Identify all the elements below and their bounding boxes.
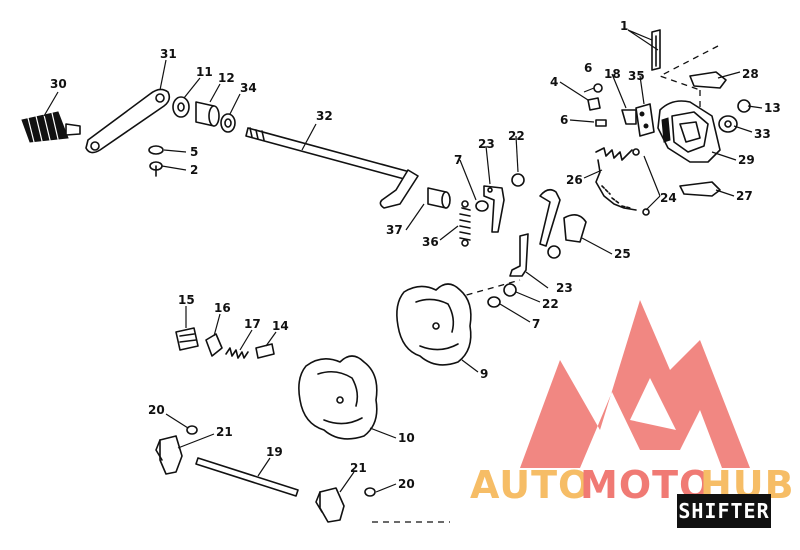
callout-27: 27	[736, 189, 753, 203]
part-22-washer-lower	[503, 283, 517, 297]
callout-25: 25	[614, 247, 631, 261]
part-6-pin-upper	[593, 83, 603, 93]
callout-28: 28	[742, 67, 759, 81]
callout-22-upper: 22	[508, 129, 525, 143]
callout-21-lower: 21	[350, 461, 367, 475]
part-25-cam	[547, 214, 587, 259]
part-27-bracket	[679, 181, 721, 197]
watermark-logo: AUTO MOTO HUB	[470, 300, 794, 507]
part-9-shift-plate	[396, 283, 472, 366]
callout-13: 13	[764, 101, 781, 115]
part-20-clip-upper	[186, 425, 198, 435]
part-32-shifter-shaft	[245, 127, 419, 209]
callout-10: 10	[398, 431, 415, 445]
callout-4: 4	[550, 75, 558, 89]
callout-26: 26	[566, 173, 583, 187]
callout-36: 36	[422, 235, 439, 249]
part-26-hook	[539, 188, 561, 247]
callout-6-upper: 6	[584, 61, 592, 75]
part-34-ring	[220, 113, 236, 133]
callout-31: 31	[160, 47, 177, 61]
callout-17: 17	[244, 317, 261, 331]
callout-30: 30	[50, 77, 67, 91]
part-30-shift-rubber	[21, 111, 81, 143]
callout-24: 24	[660, 191, 677, 205]
part-35-plate	[635, 103, 655, 137]
callout-32: 32	[316, 109, 333, 123]
part-11-washer	[172, 96, 190, 118]
watermark-text-auto: AUTO	[470, 463, 591, 507]
callout-29: 29	[738, 153, 755, 167]
callout-9: 9	[480, 367, 488, 381]
part-7-clip-upper	[475, 200, 489, 212]
part-24-spring	[595, 147, 650, 216]
part-23-pawl-lower	[509, 233, 529, 277]
part-36-spring	[459, 200, 471, 247]
callout-6-lower: 6	[560, 113, 568, 127]
part-33-washer	[718, 115, 738, 133]
callout-1: 1	[620, 19, 628, 33]
logo-accent-shape	[583, 430, 612, 468]
part-23-pawl-upper	[483, 185, 505, 233]
logo-inner-shape	[630, 378, 676, 430]
callout-11: 11	[196, 65, 213, 79]
callout-14: 14	[272, 319, 289, 333]
callout-15: 15	[178, 293, 195, 307]
callout-12: 12	[218, 71, 235, 85]
part-15-bolt	[175, 327, 199, 351]
callout-22-lower: 22	[542, 297, 559, 311]
callout-34: 34	[240, 81, 257, 95]
callout-20-upper: 20	[148, 403, 165, 417]
callout-18: 18	[604, 67, 621, 81]
callout-labels: 1 28 13 33 29 27 24 25 26 35 18 4 6 6 23…	[50, 19, 781, 491]
part-2-bolt	[149, 161, 163, 177]
part-31-shift-lever	[85, 88, 171, 154]
callout-23-upper: 23	[478, 137, 495, 151]
part-18-bracket	[621, 109, 637, 125]
callout-16: 16	[214, 301, 231, 315]
callout-33: 33	[754, 127, 771, 141]
part-6-pin-lower	[595, 119, 607, 127]
callout-35: 35	[628, 69, 645, 83]
callout-5: 5	[190, 145, 198, 159]
part-10-shift-plate	[298, 355, 378, 440]
part-22-washer-upper	[511, 173, 525, 187]
part-12-bushing	[195, 101, 220, 127]
part-7-clip-lower	[487, 296, 501, 308]
part-20-clip-lower	[364, 487, 376, 497]
part-21-fork-upper	[155, 435, 183, 475]
part-21-fork-lower	[315, 487, 345, 523]
callout-21-upper: 21	[216, 425, 233, 439]
callout-7-lower: 7	[532, 317, 540, 331]
callout-19: 19	[266, 445, 283, 459]
part-4-screw	[587, 97, 601, 111]
shifter-title-badge: SHIFTER	[677, 494, 771, 528]
part-37-bushing	[427, 187, 451, 209]
part-16-washer	[205, 333, 223, 357]
part-14-pin	[255, 343, 275, 359]
part-29-shifter-drum	[657, 100, 721, 163]
callout-23-lower: 23	[556, 281, 573, 295]
part-1-pin	[651, 29, 661, 71]
callout-2: 2	[190, 163, 198, 177]
callout-20-lower: 20	[398, 477, 415, 491]
leader-lines	[43, 29, 763, 493]
logo-triangle-shape	[520, 300, 750, 468]
part-28-bracket	[689, 71, 727, 89]
part-17-spring	[225, 347, 249, 359]
part-5-washer	[148, 145, 164, 155]
callout-7-upper: 7	[454, 153, 462, 167]
part-19-fork-rod	[195, 457, 299, 497]
callout-37: 37	[386, 223, 403, 237]
